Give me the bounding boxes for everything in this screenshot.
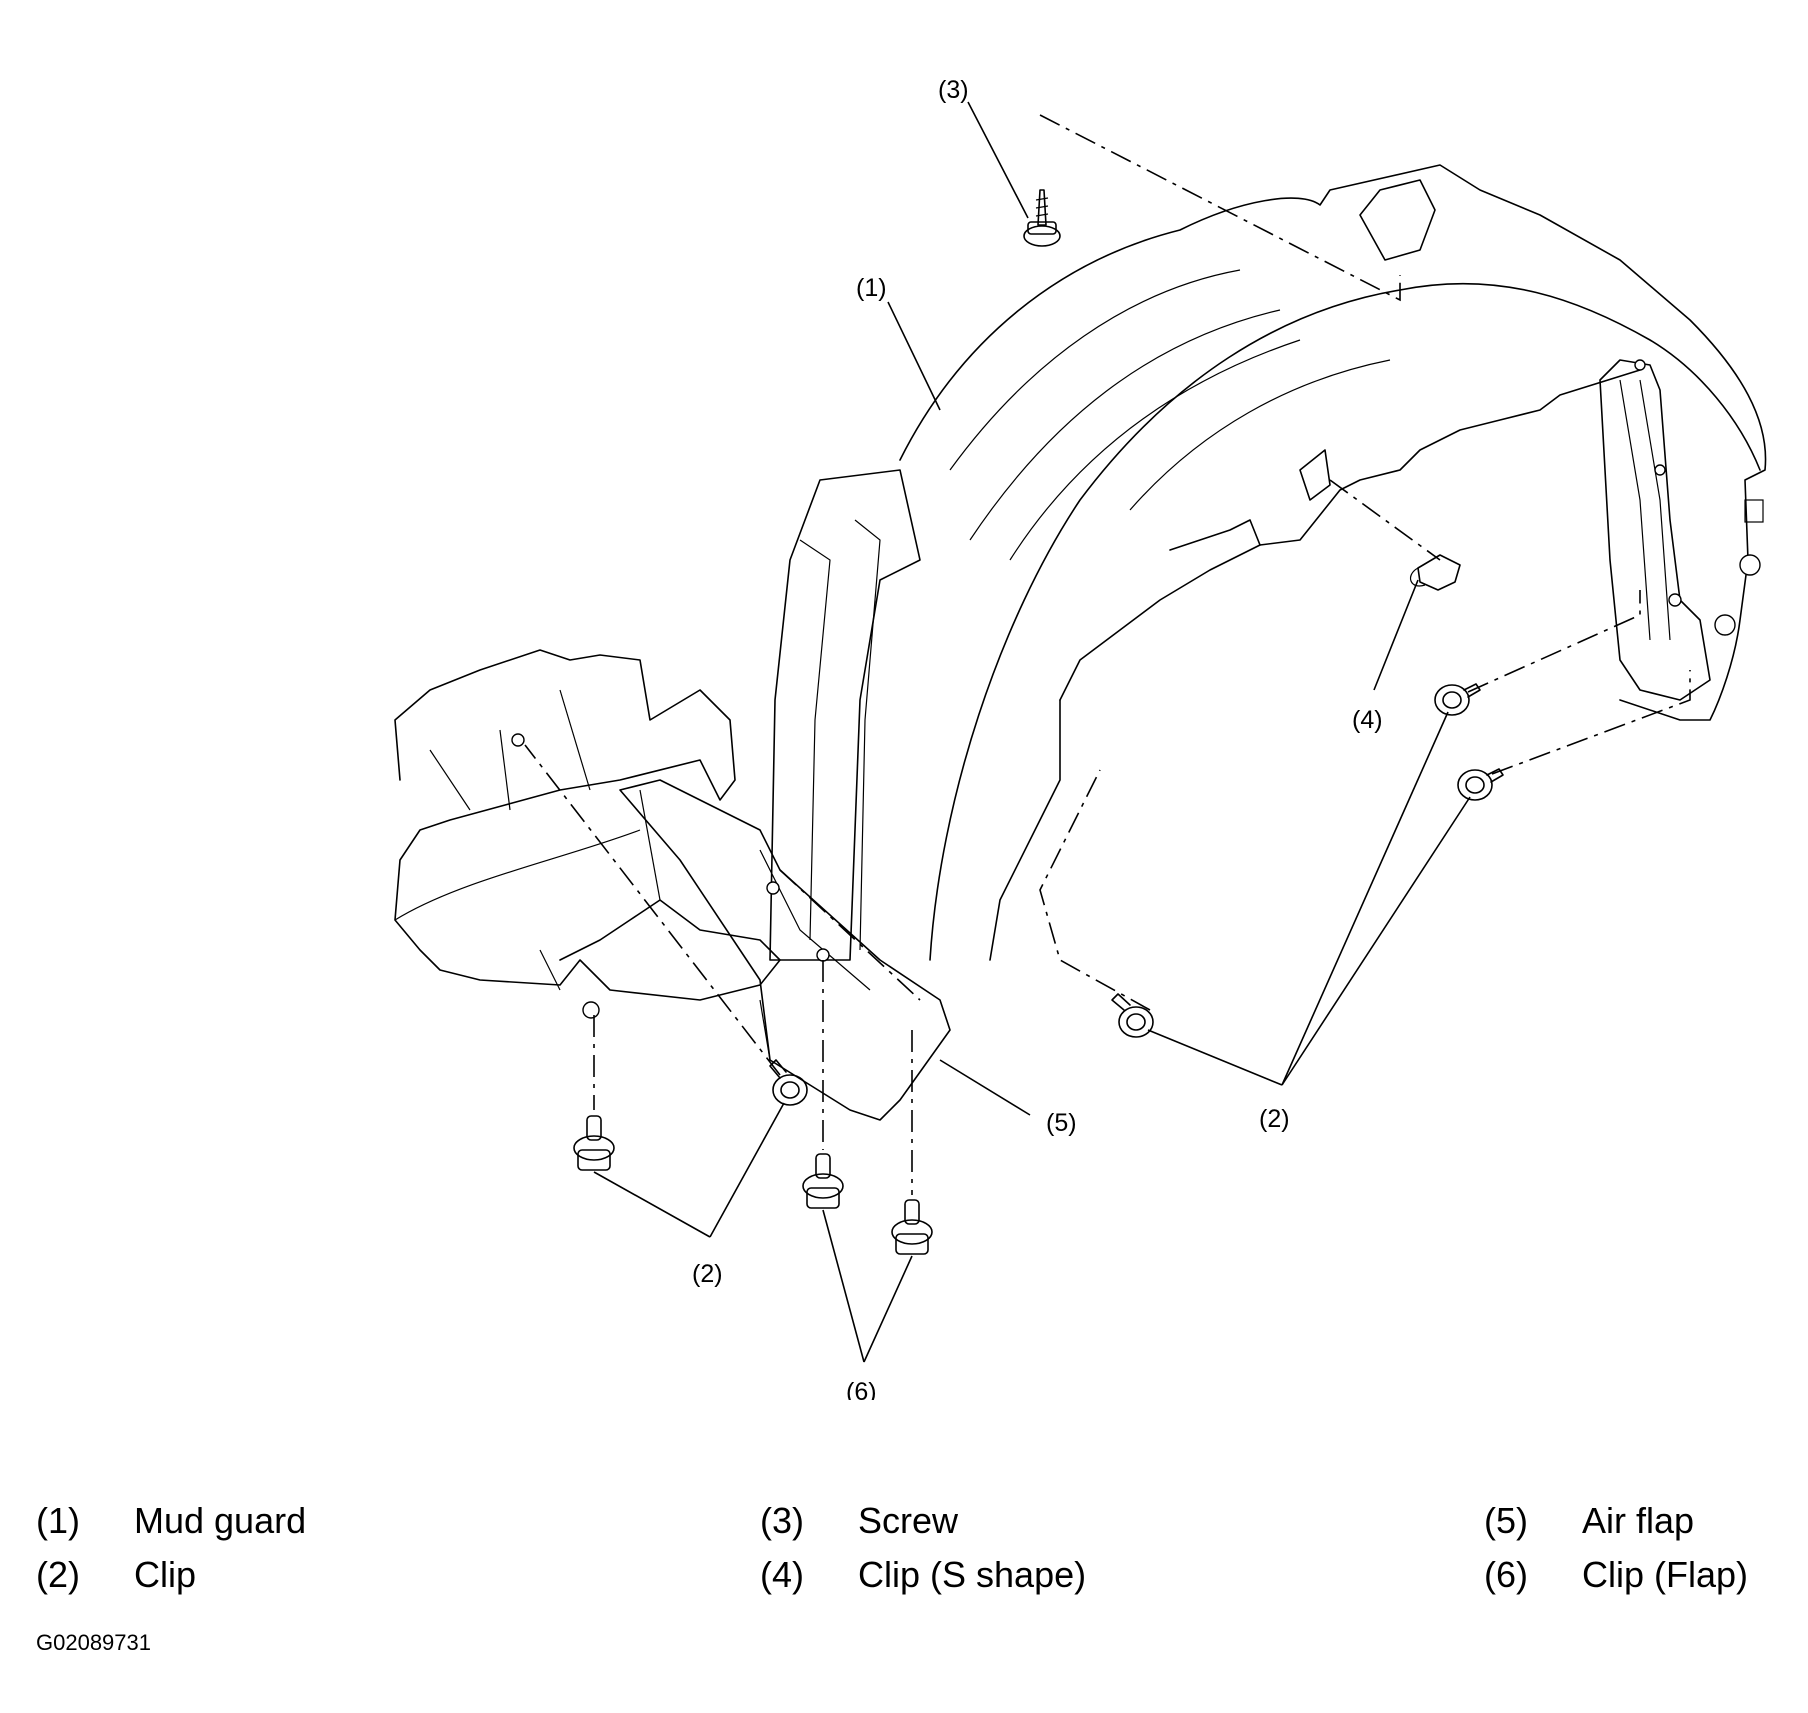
legend-number: (4) — [760, 1554, 804, 1595]
parts-legend: (1) Mud guard (2) Clip (3) Screw (4) Cli… — [0, 1490, 1808, 1620]
clip-2-c — [1111, 993, 1154, 1038]
legend-label: Clip (Flap) — [1582, 1554, 1749, 1595]
mud-guard-exploded-diagram: (3) (1) (4) (5) (2) (2) (6) — [394, 76, 1767, 1400]
front-under-cover-part — [394, 649, 781, 1019]
clip-s-shape-4 — [1409, 554, 1461, 591]
installation-lines — [524, 114, 1691, 1195]
legend-label: Mud guard — [134, 1500, 307, 1541]
callout-6: (6) — [846, 1378, 877, 1400]
legend-label: Screw — [858, 1500, 959, 1541]
legend-label: Clip — [134, 1554, 197, 1595]
legend-number: (5) — [1484, 1500, 1528, 1541]
legend-number: (3) — [760, 1500, 804, 1541]
figure-code: G02089731 — [36, 1630, 151, 1655]
clip-2-a — [1434, 683, 1481, 716]
clip-2-b — [1457, 768, 1504, 801]
callout-3: (3) — [938, 76, 969, 104]
mud-guard-part — [769, 164, 1767, 961]
legend-number: (2) — [36, 1554, 80, 1595]
screw-3 — [1023, 189, 1061, 247]
legend-label: Air flap — [1582, 1500, 1695, 1541]
callout-2-left: (2) — [692, 1260, 723, 1288]
leader-lines — [593, 101, 1471, 1363]
air-flap-part — [619, 779, 951, 1121]
clip-flap-6-b — [891, 1199, 933, 1255]
clip-2-e — [573, 1115, 615, 1171]
legend-label: Clip (S shape) — [858, 1554, 1087, 1595]
callout-5: (5) — [1046, 1109, 1077, 1137]
callout-2-right: (2) — [1259, 1105, 1290, 1133]
legend-number: (6) — [1484, 1554, 1528, 1595]
clip-2-d — [769, 1059, 808, 1106]
legend-number: (1) — [36, 1500, 80, 1541]
callout-4: (4) — [1352, 706, 1383, 734]
clip-flap-6-a — [802, 1153, 844, 1209]
callout-1: (1) — [856, 274, 887, 302]
